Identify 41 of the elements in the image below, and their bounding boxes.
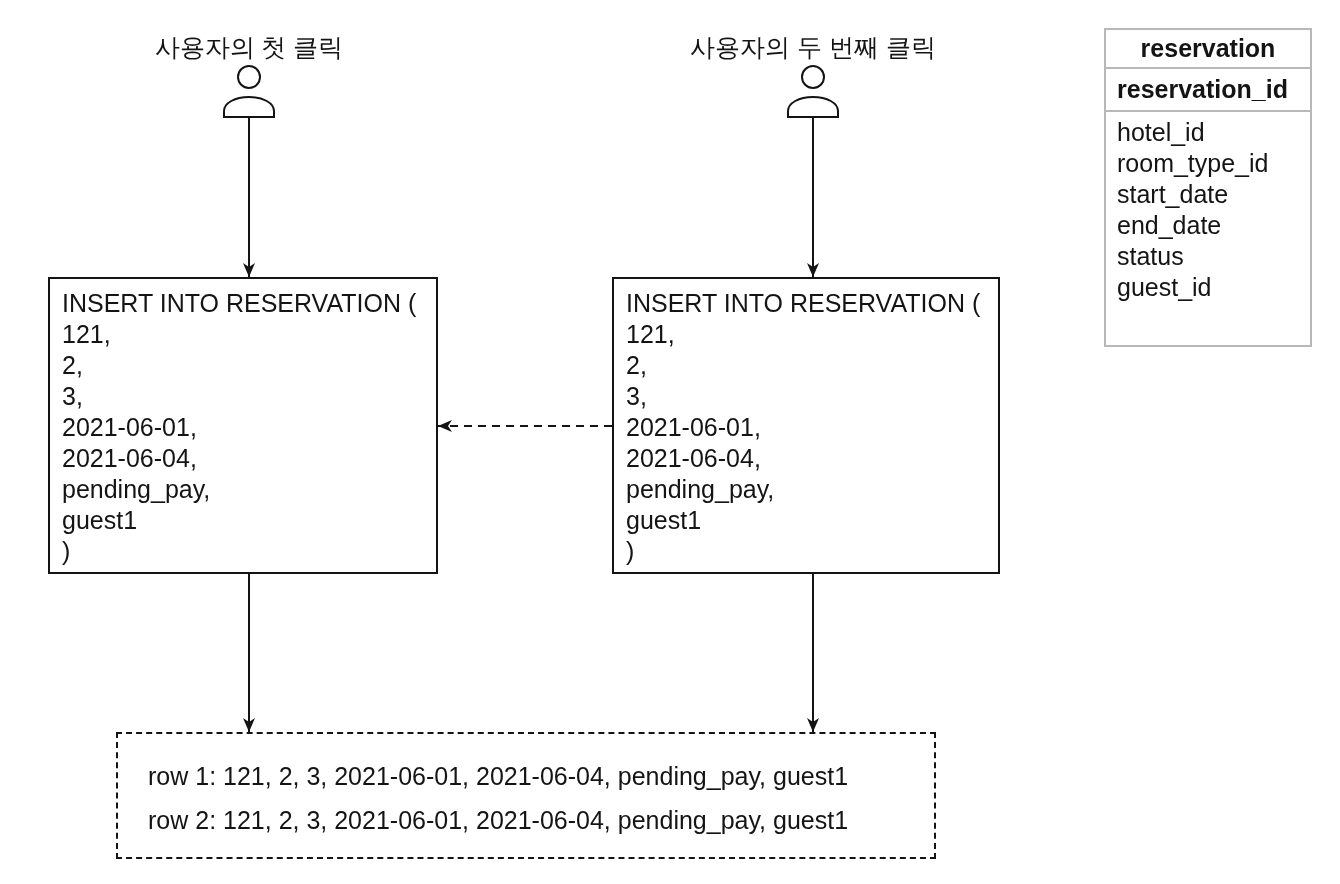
code-text: pending_pay, — [626, 474, 775, 505]
arrow — [807, 117, 819, 278]
row-text: row 1: 121, 2, 3, 2021-06-01, 2021-06-04, pending_pay, guest1 — [148, 761, 849, 792]
table-header: reservation — [1106, 30, 1310, 69]
code-text: guest1 — [626, 505, 702, 536]
dashed-arrow — [437, 420, 613, 432]
field-text: end_date — [1117, 210, 1222, 241]
field-text: guest_id — [1117, 272, 1212, 303]
code-text: 2, — [62, 350, 83, 381]
code-text: 2021-06-04, — [626, 443, 761, 474]
field-text: room_type_id — [1117, 148, 1269, 179]
process-box — [48, 277, 438, 574]
row-text: row 2: 121, 2, 3, 2021-06-01, 2021-06-04, pending_pay, guest1 — [148, 805, 849, 836]
code-text: 3, — [626, 381, 647, 412]
code-text: 2021-06-04, — [62, 443, 197, 474]
primary-key-text: reservation_id — [1106, 69, 1310, 112]
field-text: status — [1117, 241, 1184, 272]
arrow — [243, 573, 255, 733]
code-text: 121, — [626, 319, 675, 350]
field-text: start_date — [1117, 179, 1229, 210]
code-text: ) — [626, 536, 635, 567]
code-text: INSERT INTO RESERVATION ( — [62, 288, 417, 319]
code-text: 2, — [626, 350, 647, 381]
person-icon — [223, 64, 275, 118]
person-icon — [787, 64, 839, 118]
code-text: 2021-06-01, — [626, 412, 761, 443]
code-text: ) — [62, 536, 71, 567]
code-text: 2021-06-01, — [62, 412, 197, 443]
process-box — [612, 277, 1000, 574]
code-text: 3, — [62, 381, 83, 412]
result-box — [116, 732, 936, 859]
arrow — [243, 117, 255, 278]
entity-table — [1104, 28, 1312, 347]
code-text: 121, — [62, 319, 111, 350]
field-text: hotel_id — [1117, 117, 1205, 148]
caption-text: 사용자의 첫 클릭 — [154, 32, 344, 62]
code-text: guest1 — [62, 505, 138, 536]
arrow — [807, 573, 819, 733]
caption-text: 사용자의 두 번째 클릭 — [690, 32, 936, 62]
code-text: INSERT INTO RESERVATION ( — [626, 288, 981, 319]
code-text: pending_pay, — [62, 474, 211, 505]
